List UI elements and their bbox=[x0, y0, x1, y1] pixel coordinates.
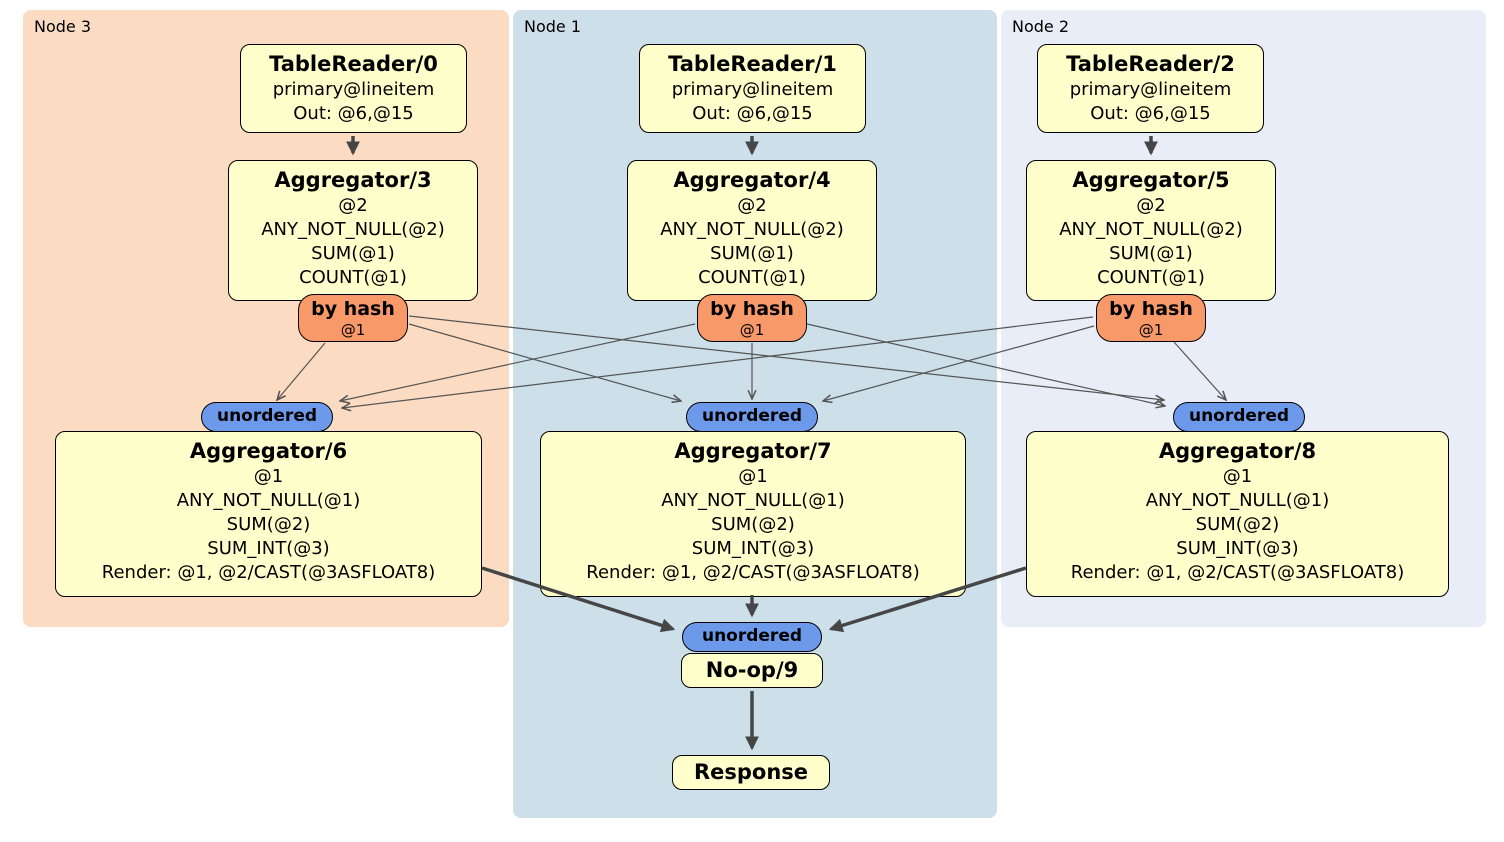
processor-detail: @1 bbox=[1222, 466, 1253, 487]
processor-detail: COUNT(@1) bbox=[299, 267, 407, 288]
router-label: by hash bbox=[1109, 298, 1193, 320]
processor-detail: SUM(@1) bbox=[311, 243, 395, 264]
processor-detail: ANY_NOT_NULL(@1) bbox=[176, 490, 361, 511]
processor-detail: SUM(@2) bbox=[226, 514, 311, 535]
processor-title: TableReader/1 bbox=[668, 52, 837, 76]
processor-title: Aggregator/5 bbox=[1072, 168, 1230, 192]
processor-detail: Render: @1, @2/CAST(@3ASFLOAT8) bbox=[1070, 562, 1405, 583]
processor-detail: ANY_NOT_NULL(@2) bbox=[261, 219, 445, 240]
processor-aggregator-6: Aggregator/6 @1 ANY_NOT_NULL(@1) SUM(@2)… bbox=[55, 431, 482, 597]
router-by-hash-5: by hash @1 bbox=[1096, 294, 1206, 342]
processor-detail: primary@lineitem bbox=[1069, 79, 1232, 100]
processor-title: Response bbox=[693, 760, 809, 784]
processor-aggregator-7: Aggregator/7 @1 ANY_NOT_NULL(@1) SUM(@2)… bbox=[540, 431, 966, 597]
processor-detail: primary@lineitem bbox=[671, 79, 834, 100]
processor-title: Aggregator/8 bbox=[1158, 439, 1317, 463]
processor-aggregator-4: Aggregator/4 @2 ANY_NOT_NULL(@2) SUM(@1)… bbox=[627, 160, 877, 301]
processor-detail: ANY_NOT_NULL(@2) bbox=[660, 219, 844, 240]
processor-detail: Out: @6,@15 bbox=[1090, 103, 1211, 124]
processor-detail: SUM(@1) bbox=[710, 243, 794, 264]
processor-detail: @2 bbox=[1136, 195, 1166, 216]
processor-detail: Render: @1, @2/CAST(@3ASFLOAT8) bbox=[101, 562, 436, 583]
stream-badge-unordered-6: unordered bbox=[201, 402, 333, 432]
region-label-node-1: Node 1 bbox=[524, 17, 582, 36]
processor-detail: ANY_NOT_NULL(@1) bbox=[1145, 490, 1330, 511]
processor-tablereader-0: TableReader/0 primary@lineitem Out: @6,@… bbox=[240, 44, 467, 133]
processor-detail: @1 bbox=[253, 466, 284, 487]
router-by-hash-3: by hash @1 bbox=[298, 294, 408, 342]
processor-aggregator-5: Aggregator/5 @2 ANY_NOT_NULL(@2) SUM(@1)… bbox=[1026, 160, 1276, 301]
region-label-node-3: Node 3 bbox=[34, 17, 92, 36]
processor-detail: ANY_NOT_NULL(@2) bbox=[1059, 219, 1243, 240]
processor-detail: @1 bbox=[738, 466, 768, 487]
processor-noop-9: No-op/9 bbox=[681, 653, 823, 688]
processor-title: Aggregator/6 bbox=[189, 439, 348, 463]
router-label: by hash bbox=[311, 298, 395, 320]
stream-badge-unordered-final: unordered bbox=[682, 622, 822, 652]
processor-detail: SUM(@1) bbox=[1109, 243, 1193, 264]
processor-title: Aggregator/4 bbox=[673, 168, 831, 192]
processor-aggregator-3: Aggregator/3 @2 ANY_NOT_NULL(@2) SUM(@1)… bbox=[228, 160, 478, 301]
processor-detail: primary@lineitem bbox=[272, 79, 435, 100]
router-label: by hash bbox=[710, 298, 794, 320]
stream-badge-unordered-7: unordered bbox=[686, 402, 818, 432]
processor-detail: Out: @6,@15 bbox=[692, 103, 813, 124]
processor-detail: SUM_INT(@3) bbox=[691, 538, 815, 559]
processor-title: No-op/9 bbox=[705, 658, 799, 682]
processor-tablereader-2: TableReader/2 primary@lineitem Out: @6,@… bbox=[1037, 44, 1264, 133]
processor-detail: ANY_NOT_NULL(@1) bbox=[661, 490, 845, 511]
processor-title: Aggregator/7 bbox=[674, 439, 832, 463]
processor-aggregator-8: Aggregator/8 @1 ANY_NOT_NULL(@1) SUM(@2)… bbox=[1026, 431, 1449, 597]
processor-tablereader-1: TableReader/1 primary@lineitem Out: @6,@… bbox=[639, 44, 866, 133]
processor-detail: COUNT(@1) bbox=[1097, 267, 1205, 288]
router-detail: @1 bbox=[739, 321, 765, 339]
processor-detail: SUM_INT(@3) bbox=[207, 538, 330, 559]
router-detail: @1 bbox=[1138, 321, 1164, 339]
processor-detail: COUNT(@1) bbox=[698, 267, 806, 288]
processor-title: TableReader/0 bbox=[269, 52, 438, 76]
processor-response: Response bbox=[672, 755, 830, 790]
router-detail: @1 bbox=[340, 321, 366, 339]
router-by-hash-4: by hash @1 bbox=[697, 294, 807, 342]
processor-detail: @2 bbox=[737, 195, 767, 216]
processor-detail: Render: @1, @2/CAST(@3ASFLOAT8) bbox=[586, 562, 920, 583]
processor-detail: SUM(@2) bbox=[1195, 514, 1280, 535]
processor-detail: SUM_INT(@3) bbox=[1176, 538, 1299, 559]
processor-title: Aggregator/3 bbox=[274, 168, 432, 192]
processor-detail: Out: @6,@15 bbox=[293, 103, 414, 124]
processor-detail: @2 bbox=[338, 195, 368, 216]
region-label-node-2: Node 2 bbox=[1012, 17, 1070, 36]
processor-title: TableReader/2 bbox=[1066, 52, 1235, 76]
stream-badge-unordered-8: unordered bbox=[1173, 402, 1305, 432]
processor-detail: SUM(@2) bbox=[711, 514, 795, 535]
